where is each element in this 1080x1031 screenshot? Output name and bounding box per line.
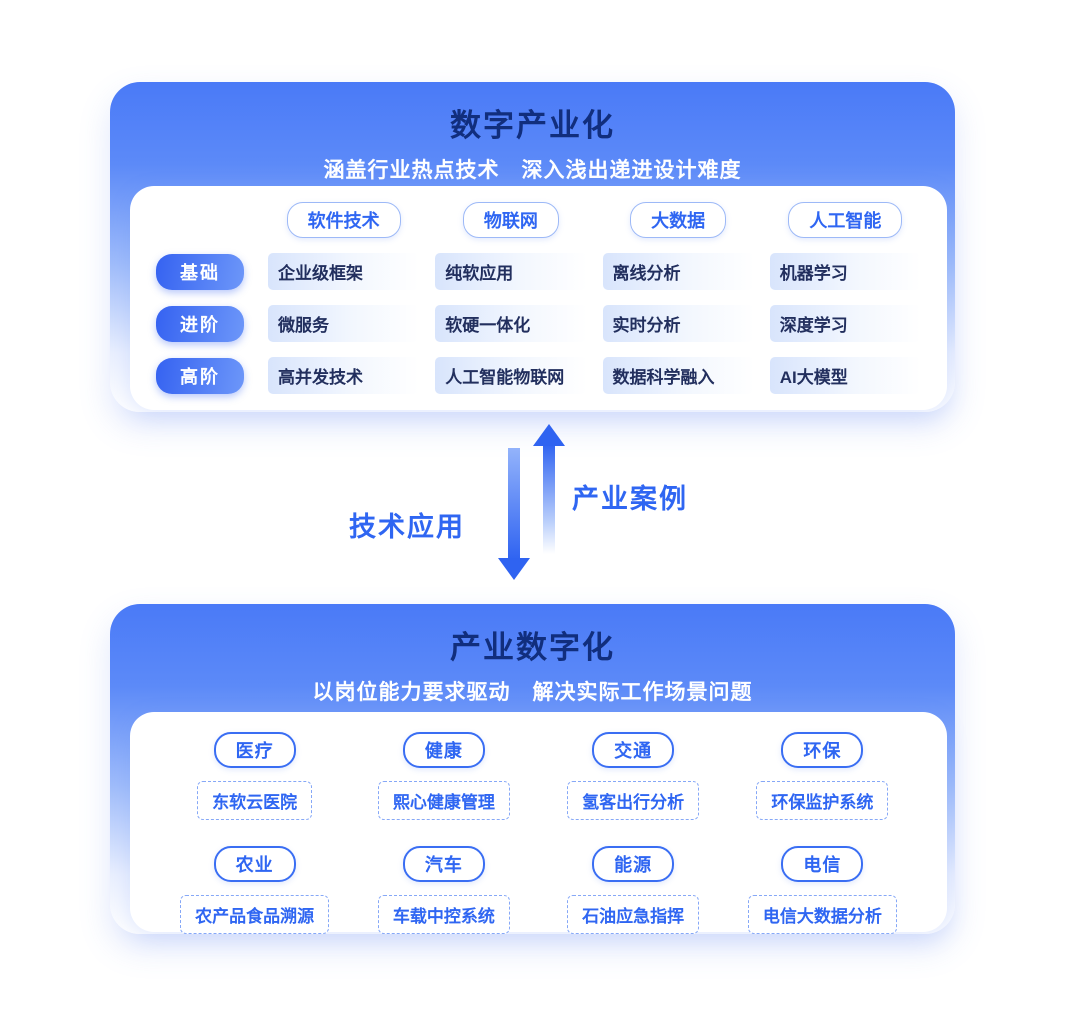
category-pill: 交通 (592, 732, 675, 768)
level-pill-basic: 基础 (156, 253, 244, 290)
category-pill: 电信 (781, 846, 864, 882)
bottom-panel-title: 产业数字化 (450, 630, 615, 665)
level-pill-intermediate: 进阶 (156, 305, 244, 342)
case-item: 东软云医院 (197, 781, 313, 820)
industry-case-label: 产业案例 (572, 484, 688, 514)
category-pill: 健康 (402, 732, 485, 768)
case-group-medical: 医疗 东软云医院 (160, 732, 349, 820)
case-group-health: 健康 熙心健康管理 (349, 732, 538, 820)
case-item: 农产品食品溯源 (180, 895, 330, 934)
matrix-cell: 高并发技术 (268, 357, 420, 394)
tech-matrix: 软件技术 物联网 大数据 人工智能 基础 企业级框架 纯软应用 离线分析 机器学… (130, 186, 947, 412)
digital-industrialization-panel: 数字产业化 涵盖行业热点技术 深入浅出递进设计难度 软件技术 物联网 大数据 人… (110, 82, 955, 412)
matrix-cell: 微服务 (268, 305, 420, 342)
down-arrow-icon (498, 448, 530, 580)
top-panel-card: 软件技术 物联网 大数据 人工智能 基础 企业级框架 纯软应用 离线分析 机器学… (130, 186, 947, 410)
up-arrow-shaft (543, 444, 555, 554)
tech-application-label: 技术应用 (349, 512, 465, 542)
matrix-cell: 人工智能物联网 (435, 357, 587, 394)
matrix-cell: 软硬一体化 (435, 305, 587, 342)
case-item: 熙心健康管理 (377, 781, 510, 820)
matrix-cell: 企业级框架 (268, 253, 420, 290)
top-panel-title: 数字产业化 (450, 108, 615, 143)
tech-column-ai: 人工智能 (788, 202, 903, 238)
case-group-transport: 交通 氢客出行分析 (539, 732, 728, 820)
top-panel-subtitle: 涵盖行业热点技术 深入浅出递进设计难度 (323, 159, 742, 182)
case-item: 氢客出行分析 (567, 781, 700, 820)
bottom-panel-card: 医疗 东软云医院 健康 熙心健康管理 交通 氢客出行分析 环保 环保监护系统 (130, 712, 947, 934)
case-group-automotive: 汽车 车载中控系统 (349, 846, 538, 934)
bottom-panel-subtitle: 以岗位能力要求驱动 解决实际工作场景问题 (312, 681, 753, 704)
industry-cases-grid: 医疗 东软云医院 健康 熙心健康管理 交通 氢客出行分析 环保 环保监护系统 (130, 712, 947, 952)
case-item: 石油应急指挥 (567, 895, 700, 934)
matrix-cell: 机器学习 (769, 253, 921, 290)
up-arrow-head (533, 424, 565, 446)
industry-digitalization-panel: 产业数字化 以岗位能力要求驱动 解决实际工作场景问题 医疗 东软云医院 健康 熙… (110, 604, 955, 934)
category-pill: 环保 (781, 732, 864, 768)
case-item: 环保监护系统 (756, 781, 889, 820)
category-pill: 汽车 (402, 846, 485, 882)
tech-column-bigdata: 大数据 (630, 202, 727, 238)
category-pill: 医疗 (213, 732, 296, 768)
case-group-environment: 环保 环保监护系统 (728, 732, 917, 820)
category-pill: 能源 (592, 846, 675, 882)
tech-column-iot: 物联网 (462, 202, 559, 238)
up-arrow-icon (533, 424, 565, 556)
tech-column-software: 软件技术 (286, 202, 401, 238)
case-group-telecom: 电信 电信大数据分析 (728, 846, 917, 934)
level-pill-advanced: 高阶 (156, 357, 244, 394)
matrix-cell: 离线分析 (602, 253, 754, 290)
down-arrow-shaft (508, 448, 520, 560)
matrix-cell: 数据科学融入 (602, 357, 754, 394)
matrix-cell: 纯软应用 (435, 253, 587, 290)
matrix-cell: 深度学习 (769, 305, 921, 342)
case-item: 车载中控系统 (377, 895, 510, 934)
matrix-cell: 实时分析 (602, 305, 754, 342)
case-group-agriculture: 农业 农产品食品溯源 (160, 846, 349, 934)
category-pill: 农业 (213, 846, 296, 882)
down-arrow-head (498, 558, 530, 580)
matrix-cell: AI大模型 (769, 357, 921, 394)
case-group-energy: 能源 石油应急指挥 (539, 846, 728, 934)
case-item: 电信大数据分析 (747, 895, 897, 934)
